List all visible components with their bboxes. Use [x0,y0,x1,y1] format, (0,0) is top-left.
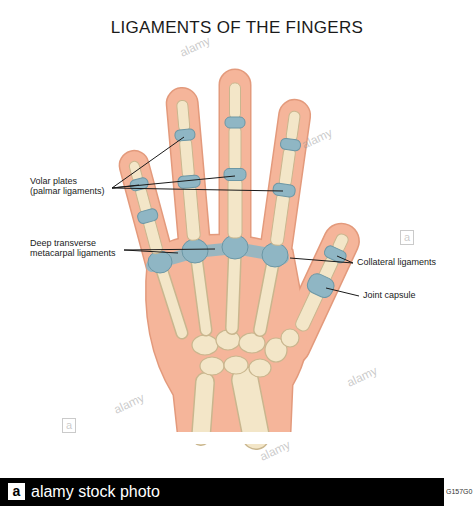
thumb-bones [288,229,356,335]
ring-finger-bones [171,100,205,241]
watermark-logo: a [62,418,76,433]
stock-brand: alamy stock photo [31,483,160,501]
watermark: alamy [345,364,380,390]
id-box [444,478,474,506]
forearm-bones [201,380,256,436]
carpal-bones [192,329,299,377]
part-label: Joint capsule [363,290,416,300]
diagram-title: LIGAMENTS OF THE FINGERS [0,18,474,38]
part-label: Deep transverse metacarpal ligaments [30,238,122,259]
mcp-capsules [148,235,288,273]
stock-logo: a [8,483,25,500]
index-finger-bones [265,110,306,247]
little-finger-bones [123,159,167,256]
middle-finger-bones [224,83,246,238]
image-id: G157G0 [446,488,472,496]
watermark: alamy [178,34,213,60]
leader-lines [112,137,359,296]
part-label: Volar plates (palmar ligaments) [30,176,108,197]
watermark-logo: a [400,230,414,245]
stock-bar [0,478,474,506]
part-label: Collateral ligaments [357,257,436,267]
watermark: alamy [112,391,147,417]
